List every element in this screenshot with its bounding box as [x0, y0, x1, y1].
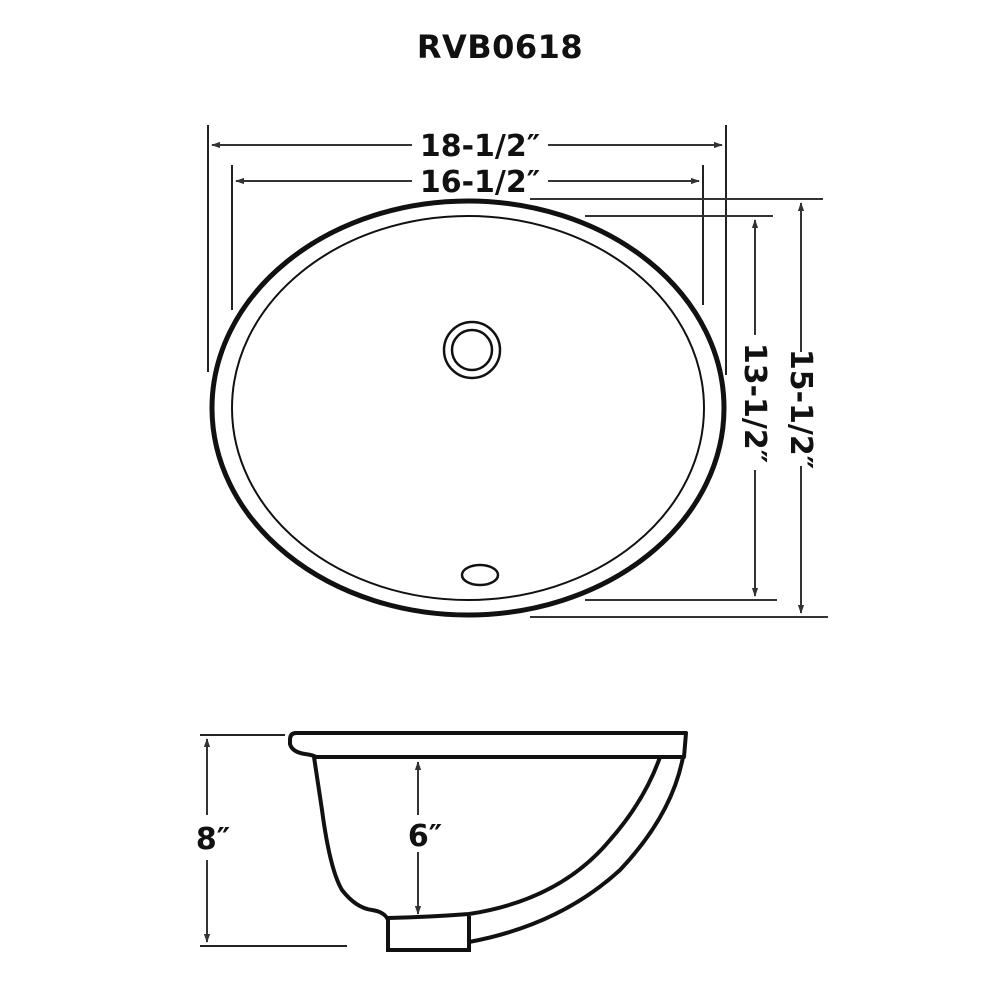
bowl-inner-curve — [387, 756, 662, 920]
bowl-depth-label: 13-1/2″ — [737, 343, 772, 463]
bowl-height-label: 6″ — [408, 819, 442, 854]
side-view: 8″ 6″ — [196, 731, 688, 952]
overall-height-label: 8″ — [196, 822, 230, 857]
inner-bowl-outline — [231, 215, 705, 601]
dimension-bowl-width: 16-1/2″ — [235, 165, 700, 200]
outer-rim-outline — [209, 198, 727, 618]
model-title: RVB0618 — [416, 28, 584, 66]
overall-width-label: 18-1/2″ — [420, 129, 540, 164]
drain-foot — [386, 916, 471, 952]
overall-depth-label: 15-1/2″ — [783, 349, 818, 469]
dimension-bowl-depth: 13-1/2″ — [737, 219, 772, 597]
bowl-outer-curve — [468, 756, 685, 944]
dimension-bowl-height: 6″ — [408, 761, 442, 915]
drain-icon — [442, 320, 502, 380]
dimension-overall-depth: 15-1/2″ — [783, 202, 818, 614]
dimension-overall-height: 8″ — [196, 738, 230, 943]
overflow-icon — [460, 563, 500, 587]
top-view: 18-1/2″ 16-1/2″ 13-1/2″ 15-1/2″ — [207, 125, 828, 618]
bowl-left-wall — [312, 756, 390, 921]
bowl-width-label: 16-1/2″ — [420, 165, 540, 200]
rim-profile — [288, 731, 688, 759]
dimension-overall-width: 18-1/2″ — [211, 129, 723, 164]
